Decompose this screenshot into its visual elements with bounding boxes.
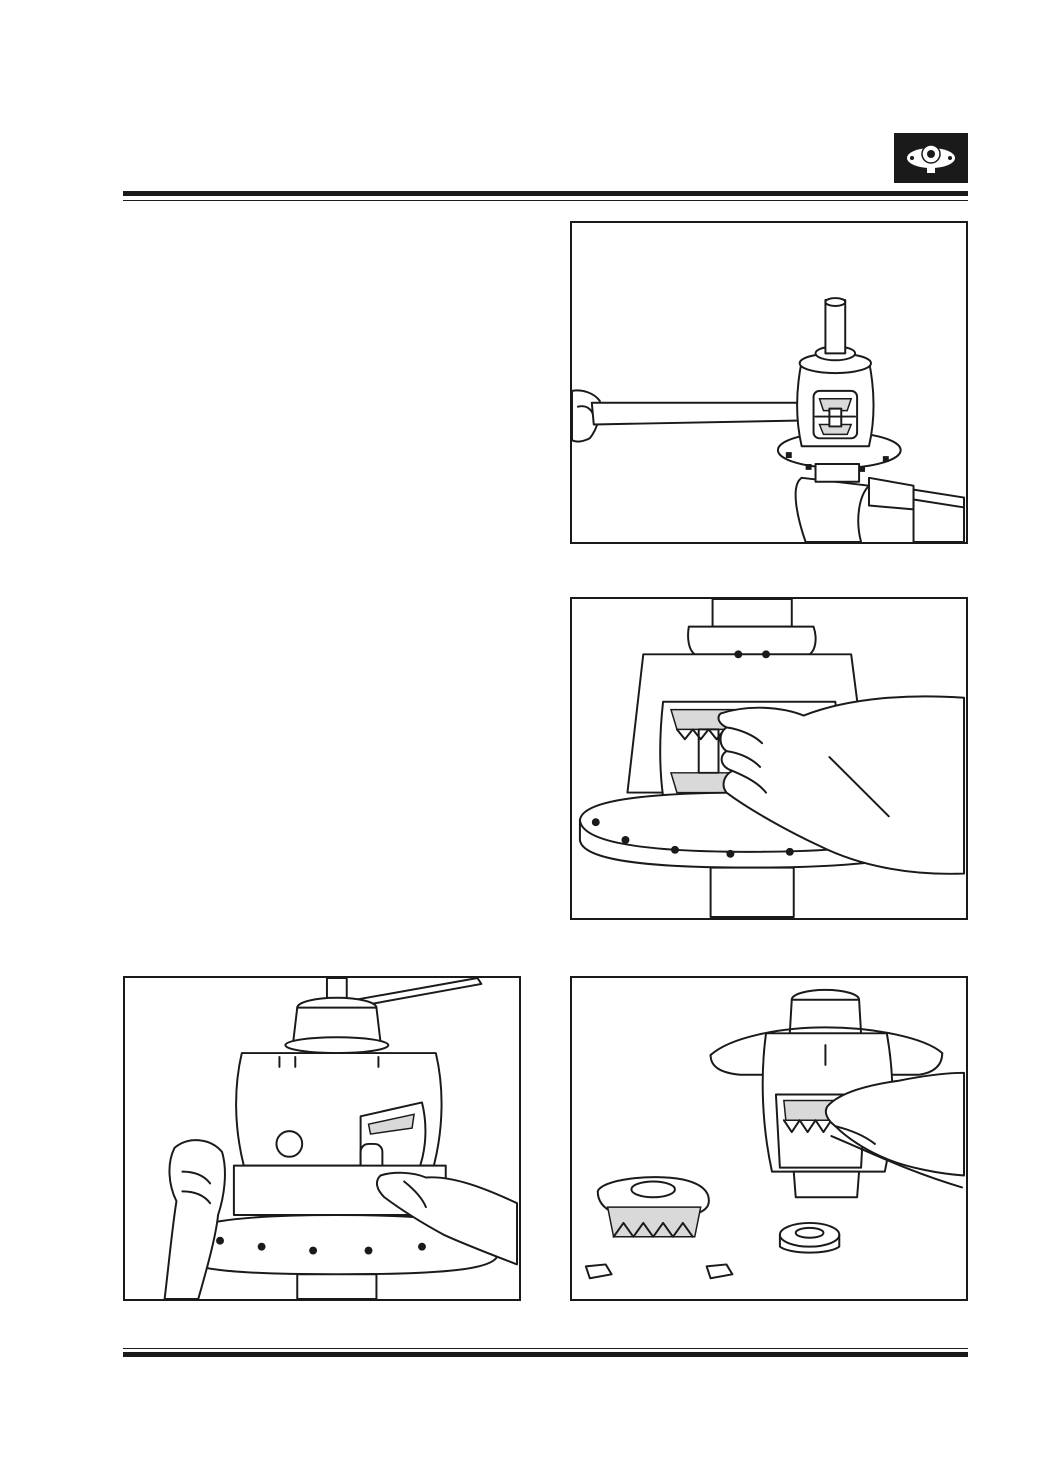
differential-gear-removal-illustration	[578, 599, 966, 918]
differential-case-vice-illustration	[163, 978, 519, 1299]
footer-rule-thin	[123, 1348, 968, 1349]
header-rule-thin	[123, 200, 968, 201]
figure-torque-wrench	[570, 221, 968, 544]
differential-torque-wrench-illustration	[572, 297, 966, 542]
figure-disassembled-parts	[570, 976, 968, 1301]
figure-gear-removal	[570, 597, 968, 920]
figure-case-vice	[123, 976, 521, 1301]
header-rule-thick	[123, 191, 968, 196]
section-badge	[894, 133, 968, 183]
differential-disassembled-parts-illustration	[584, 988, 966, 1280]
differential-emblem-icon	[907, 144, 955, 173]
footer-rule-thick	[123, 1352, 968, 1357]
